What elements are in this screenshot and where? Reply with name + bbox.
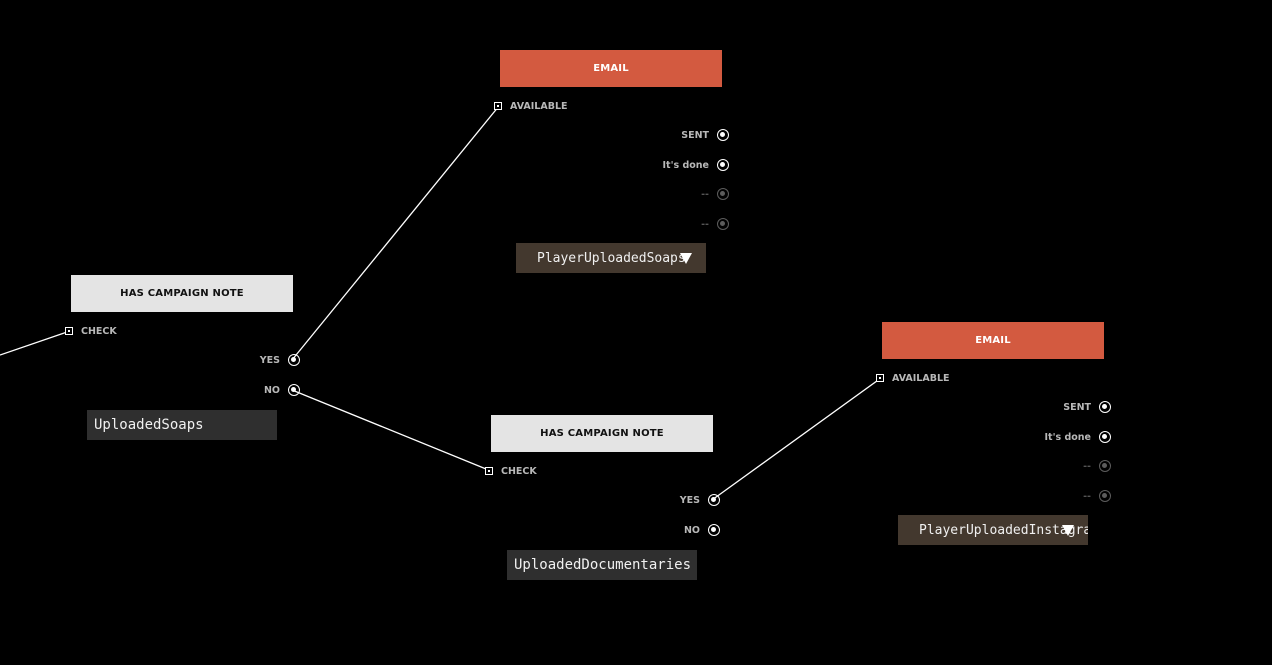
output-port-row: -- — [1083, 459, 1111, 473]
output-port-row: YES — [680, 493, 720, 507]
output-port-row: NO — [684, 523, 720, 537]
node-header[interactable]: HAS CAMPAIGN NOTE — [491, 415, 713, 452]
port-label: It's done — [662, 159, 709, 171]
input-port-row: CHECK — [65, 324, 117, 338]
input-port-available[interactable] — [876, 374, 884, 382]
input-port-available[interactable] — [494, 102, 502, 110]
template-select-value: PlayerUploadedInstagram — [919, 522, 1088, 538]
output-port-no[interactable] — [288, 384, 300, 396]
input-port-row: AVAILABLE — [494, 99, 568, 113]
node-header[interactable]: HAS CAMPAIGN NOTE — [71, 275, 293, 312]
output-port-row: -- — [1083, 489, 1111, 503]
port-label: AVAILABLE — [892, 372, 950, 384]
campaign-note-node[interactable]: HAS CAMPAIGN NOTE CHECK YES NO UploadedD… — [485, 415, 720, 580]
output-port-row: SENT — [1063, 400, 1111, 414]
output-port-row: NO — [264, 383, 300, 397]
port-label: -- — [701, 188, 709, 200]
wire-incoming-note-a — [0, 330, 71, 356]
port-label: -- — [701, 218, 709, 230]
node-header[interactable]: EMAIL — [500, 50, 722, 87]
output-port-yes[interactable] — [288, 354, 300, 366]
campaign-note-node[interactable]: HAS CAMPAIGN NOTE CHECK YES NO UploadedS… — [65, 275, 300, 440]
template-select[interactable]: PlayerUploadedSoaps — [516, 243, 706, 273]
output-port-empty[interactable] — [1099, 460, 1111, 472]
note-name-field[interactable]: UploadedDocumentaries — [507, 550, 697, 580]
output-port-done[interactable] — [1099, 431, 1111, 443]
output-port-row: It's done — [1045, 430, 1111, 444]
port-label: YES — [259, 354, 280, 366]
dropdown-arrow-icon[interactable] — [680, 253, 692, 264]
dropdown-arrow-icon[interactable] — [1062, 525, 1074, 536]
node-header[interactable]: EMAIL — [882, 322, 1104, 359]
output-port-empty[interactable] — [1099, 490, 1111, 502]
email-node[interactable]: EMAIL AVAILABLE SENT It's done -- -- Pla… — [876, 322, 1111, 545]
port-label: CHECK — [501, 465, 537, 477]
template-select[interactable]: PlayerUploadedInstagram — [898, 515, 1088, 545]
wire-note-a-no-to-note-b — [291, 389, 492, 472]
output-port-sent[interactable] — [717, 129, 729, 141]
input-port-row: CHECK — [485, 464, 537, 478]
output-port-done[interactable] — [717, 159, 729, 171]
port-label: YES — [679, 494, 700, 506]
output-port-no[interactable] — [708, 524, 720, 536]
wire-note-a-yes-to-email-a — [291, 105, 500, 361]
output-port-row: It's done — [663, 158, 729, 172]
email-node[interactable]: EMAIL AVAILABLE SENT It's done -- -- Pla… — [494, 50, 729, 273]
input-port-check[interactable] — [65, 327, 73, 335]
output-port-empty[interactable] — [717, 218, 729, 230]
template-select-value: PlayerUploadedSoaps — [537, 250, 686, 266]
output-port-sent[interactable] — [1099, 401, 1111, 413]
input-port-check[interactable] — [485, 467, 493, 475]
output-port-yes[interactable] — [708, 494, 720, 506]
port-label: NO — [263, 384, 280, 396]
port-label: -- — [1083, 490, 1091, 502]
port-label: CHECK — [81, 325, 117, 337]
input-port-row: AVAILABLE — [876, 371, 950, 385]
port-label: -- — [1083, 460, 1091, 472]
output-port-row: -- — [701, 217, 729, 231]
wire-note-b-yes-to-email-b — [711, 377, 882, 501]
port-label: SENT — [681, 129, 709, 141]
port-label: SENT — [1063, 401, 1091, 413]
output-port-row: YES — [260, 353, 300, 367]
note-name-field[interactable]: UploadedSoaps — [87, 410, 277, 440]
output-port-row: SENT — [681, 128, 729, 142]
port-label: AVAILABLE — [510, 100, 568, 112]
output-port-empty[interactable] — [717, 188, 729, 200]
output-port-row: -- — [701, 187, 729, 201]
port-label: It's done — [1044, 431, 1091, 443]
port-label: NO — [683, 524, 700, 536]
